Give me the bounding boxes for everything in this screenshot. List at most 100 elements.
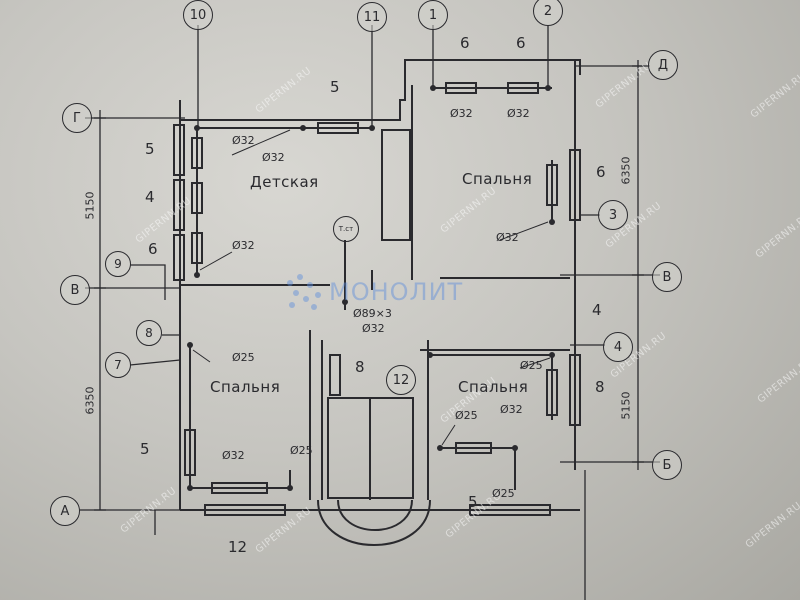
- radiator-kids-1: [191, 137, 203, 169]
- room-label-bedroom-sw: Спальня: [210, 378, 281, 396]
- count-bottom-12: 12: [228, 538, 248, 556]
- window-south-2: [469, 504, 551, 516]
- radiator-ne-3: [546, 164, 558, 206]
- count-left-5: 5: [145, 140, 155, 158]
- node: [427, 352, 433, 358]
- node: [512, 445, 518, 451]
- leader: [192, 349, 211, 363]
- closet-kids: [381, 129, 411, 241]
- pipes: [184, 82, 558, 494]
- radiator-stair: [329, 354, 341, 396]
- pipe-label: Ø25: [520, 359, 543, 372]
- dimension-right-lower: 5150: [619, 391, 633, 420]
- window-west-3: [173, 234, 185, 281]
- axis-bubble-12: 12: [386, 365, 416, 395]
- pipe-label: Ø32: [496, 231, 519, 244]
- monolit-logo: МОНОЛИТ: [285, 270, 463, 314]
- node: [437, 445, 443, 451]
- pipe-label: Ø32: [232, 239, 255, 252]
- stair-curve: [317, 499, 431, 546]
- window-east-2: [569, 354, 581, 426]
- pipe-label: Ø25: [492, 487, 515, 500]
- axis-bubble-V-right: В: [652, 262, 682, 292]
- count-top-5: 5: [330, 78, 340, 96]
- axis-bubble-10: 10: [183, 0, 213, 30]
- leader: [519, 357, 551, 369]
- axis-bubble-V-left: В: [60, 275, 90, 305]
- axis-bubble-2: 2: [533, 0, 563, 26]
- radiator-sw-1: [184, 429, 196, 476]
- pipe-label: Ø89×3: [353, 307, 392, 320]
- dimension-left-lower: 6350: [83, 386, 97, 415]
- leader: [231, 129, 291, 156]
- dimension-right-upper: 6350: [619, 156, 633, 185]
- pipe-label: Ø32: [362, 322, 385, 335]
- stair-curve-inner: [337, 499, 413, 531]
- dimension-left-upper: 5150: [83, 191, 97, 220]
- node: [545, 85, 551, 91]
- axis-bubble-D: Д: [648, 50, 678, 80]
- count-bottom-5: 5: [468, 493, 478, 511]
- radiator-se-1: [546, 369, 558, 416]
- node: [194, 272, 200, 278]
- count-top-6a: 6: [460, 34, 470, 52]
- axis-bubble-A: А: [50, 496, 80, 526]
- radiator-ne-2: [507, 82, 539, 94]
- axis-bubble-3: 3: [598, 200, 628, 230]
- node: [369, 125, 375, 131]
- pipe-nodes: [187, 85, 555, 491]
- window-west-2: [173, 179, 185, 231]
- radiator-sw-2: [211, 482, 268, 494]
- room-label-kids: Детская: [250, 173, 319, 191]
- walls: [173, 59, 581, 546]
- radiator-ne-1: [445, 82, 477, 94]
- axis-bubble-4: 4: [603, 332, 633, 362]
- pipe-label: Ø25: [290, 444, 313, 457]
- axis-bubble-9: 9: [105, 251, 131, 277]
- node: [300, 125, 306, 131]
- pipe-label: Ø32: [262, 151, 285, 164]
- radiator-se-2: [455, 442, 492, 454]
- node: [287, 485, 293, 491]
- node: [549, 219, 555, 225]
- label-leaders: [192, 129, 551, 446]
- dimension-lines: [80, 25, 660, 600]
- leader-9: [130, 264, 166, 300]
- count-right-4: 4: [592, 301, 602, 319]
- leader-7: [129, 359, 181, 366]
- leader: [199, 251, 233, 271]
- radiator-kids-2: [191, 182, 203, 214]
- room-label-bedroom-se: Спальня: [458, 378, 529, 396]
- axis-bubble-G: Г: [62, 103, 92, 133]
- count-right-6: 6: [596, 163, 606, 181]
- axis-bubble-8: 8: [136, 320, 162, 346]
- node: [342, 299, 348, 305]
- pipe-label: Ø32: [222, 449, 245, 462]
- radiator-kids-3: [191, 232, 203, 264]
- axis-bubble-11: 11: [357, 2, 387, 32]
- count-left-6: 6: [148, 240, 158, 258]
- count-right-8: 8: [595, 378, 605, 396]
- pipe-label: Ø32: [507, 107, 530, 120]
- room-label-bedroom-ne: Спальня: [462, 170, 533, 188]
- logo-mark: [285, 270, 329, 314]
- node: [549, 352, 555, 358]
- axis-bubble-1: 1: [418, 0, 448, 30]
- pipe-label: Ø32: [450, 107, 473, 120]
- pipe-label: Ø32: [500, 403, 523, 416]
- window-west-1: [173, 124, 185, 176]
- pipe-label: Ø25: [455, 409, 478, 422]
- outer-wall-north: [179, 59, 581, 121]
- leader: [499, 221, 549, 241]
- window-south-1: [204, 504, 286, 516]
- count-left-4: 4: [145, 188, 155, 206]
- radiator-kids-4: [317, 122, 359, 134]
- leader: [441, 424, 456, 446]
- riser-tag: Т.ст: [333, 216, 359, 242]
- axis-bubble-7: 7: [105, 352, 131, 378]
- window-east-1: [569, 149, 581, 221]
- node: [194, 125, 200, 131]
- node: [187, 485, 193, 491]
